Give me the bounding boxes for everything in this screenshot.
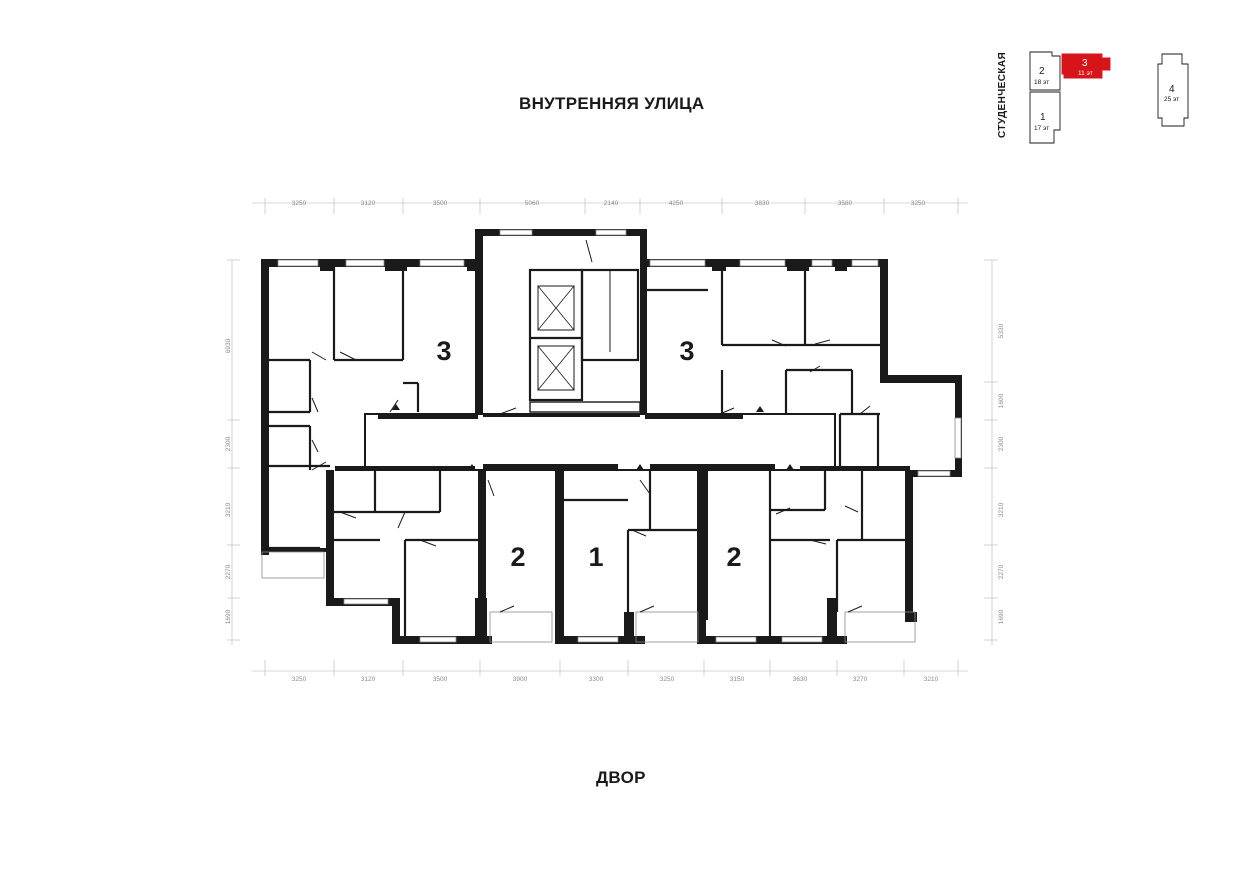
corridor [335,413,910,471]
top-street-label: ВНУТРЕННЯЯ УЛИЦА [519,94,705,113]
apartment-number-right-bottom: 2 [726,542,741,572]
dim-top-3: 3500 [433,200,448,207]
building-4-outline [1157,53,1189,127]
apartment-number-left-bottom: 2 [510,542,525,572]
door-swings [311,239,871,613]
dim-left-2: 2300 [225,436,232,451]
dim-right-5: 2270 [998,564,1005,579]
dim-bottom-9: 3270 [853,676,868,683]
right-dimensions: 5330 1600 2300 3210 2270 1690 [998,323,1005,624]
dim-left-3: 3210 [225,502,232,517]
dim-top-1: 3250 [292,200,307,207]
dim-bottom-8: 3630 [793,676,808,683]
windows [261,229,962,643]
dim-top-4: 5060 [525,200,540,207]
left-dimensions: 6930 2300 3210 2270 1690 [225,338,232,624]
top-dimensions: 3250 3120 3500 5060 2140 4250 3830 3580 … [292,200,926,207]
dim-top-5: 2140 [604,200,619,207]
entrance-markers [392,404,794,470]
building-3-outline [1061,53,1111,79]
dim-top-6: 4250 [669,200,684,207]
dim-left-5: 1690 [225,609,232,624]
dim-bottom-10: 3210 [924,676,939,683]
building-1-number: 1 [1040,112,1046,123]
dim-top-9: 3250 [911,200,926,207]
building-2-floors: 18 эт [1034,79,1049,86]
apartment-number-right-top: 3 [679,336,694,366]
dim-bottom-6: 3250 [660,676,675,683]
interior-walls [269,267,905,640]
dim-right-2: 1600 [998,393,1005,408]
dim-bottom-7: 3150 [730,676,745,683]
building-1-floors: 17 эт [1034,125,1049,132]
building-1-outline [1029,91,1061,144]
side-street-label: СТУДЕНЧЕСКАЯ [997,52,1008,138]
dim-right-4: 3210 [998,502,1005,517]
dim-left-4: 2270 [225,564,232,579]
dim-top-8: 3580 [838,200,853,207]
building-2-outline [1029,51,1061,91]
outer-walls [261,229,962,644]
dim-bottom-4: 3900 [513,676,528,683]
dim-bottom-5: 3300 [589,676,604,683]
yard-label: ДВОР [596,768,646,787]
dim-top-7: 3830 [755,200,770,207]
dim-bottom-1: 3250 [292,676,307,683]
apartment-number-left-top: 3 [436,336,451,366]
building-3-floors: 11 эт [1078,70,1093,77]
dim-right-6: 1690 [998,609,1005,624]
dim-left-1: 6930 [225,338,232,353]
dimension-lines [227,198,998,676]
bottom-dimensions: 3250 3120 3500 3900 3300 3250 3150 3630 … [292,676,939,683]
building-2-number: 2 [1039,66,1045,77]
building-4-number: 4 [1169,84,1175,95]
dim-top-2: 3120 [361,200,376,207]
site-map: СТУДЕНЧЕСКАЯ 2 18 эт 3 11 эт 1 17 эт 4 2… [997,51,1189,144]
dim-right-3: 2300 [998,436,1005,451]
building-4-floors: 25 эт [1164,96,1179,103]
dim-bottom-3: 3500 [433,676,448,683]
dim-right-1: 5330 [998,323,1005,338]
dim-bottom-2: 3120 [361,676,376,683]
building-3-number: 3 [1082,58,1088,69]
apartment-number-middle-bottom: 1 [588,542,603,572]
